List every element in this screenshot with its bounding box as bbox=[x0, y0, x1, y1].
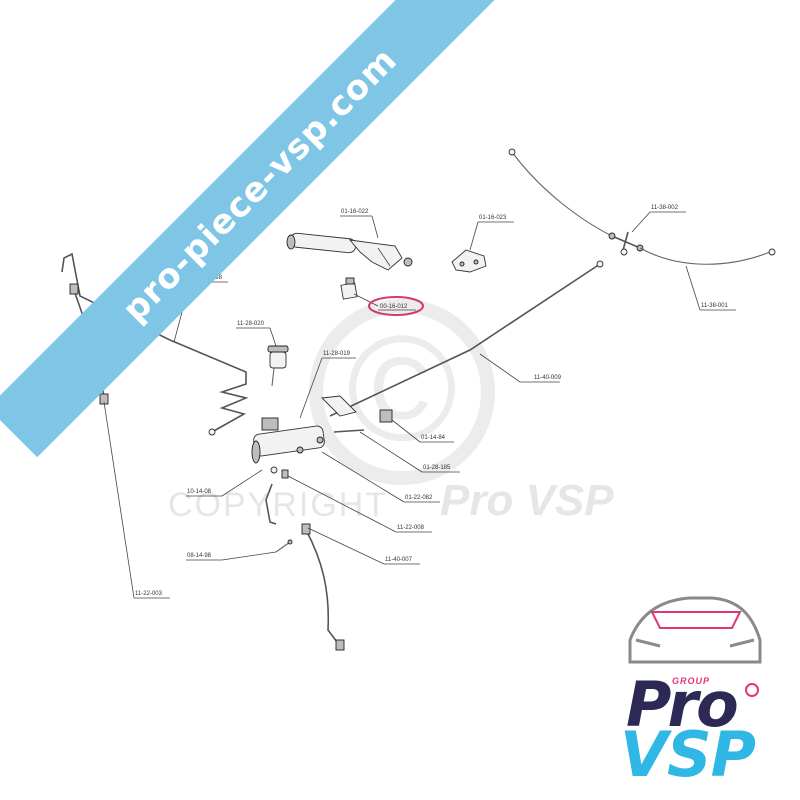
label-11-28-019: 11-28-019 bbox=[323, 351, 351, 357]
label-11-40-007: 11-40-007 bbox=[385, 557, 413, 563]
hand-brake-cables bbox=[508, 148, 776, 265]
logo-pro-text: Pro bbox=[626, 668, 739, 741]
label-01-14-84: 01-14-84 bbox=[421, 435, 446, 441]
hand-brake-lever bbox=[286, 232, 413, 271]
label-11-38-002: 11-38-002 bbox=[651, 205, 679, 211]
label-11-22-003: 11-22-003 bbox=[135, 591, 163, 597]
label-01-16-022: 01-16-022 bbox=[341, 209, 369, 215]
highlight-circle bbox=[368, 296, 424, 316]
brake-fluid-reservoir bbox=[267, 345, 289, 387]
copyright-watermark-text: COPYRIGHT bbox=[168, 486, 389, 524]
label-11-28-020: 11-28-020 bbox=[237, 321, 265, 327]
bracket-part bbox=[451, 249, 487, 273]
label-01-22-082: 01-22-082 bbox=[405, 495, 433, 501]
label-11-40-009: 11-40-009 bbox=[534, 375, 562, 381]
copyright-watermark-brand: Pro VSP bbox=[440, 476, 614, 525]
brake-pipe-rear bbox=[329, 260, 604, 417]
label-00-16-012: 00-16-012 bbox=[380, 304, 408, 310]
logo-vsp-text: VSP bbox=[620, 718, 756, 791]
label-10-14-08: 10-14-08 bbox=[187, 489, 212, 495]
svg-text:©: © bbox=[347, 304, 458, 472]
label-11-22-008: 11-22-008 bbox=[397, 525, 425, 531]
master-cylinder bbox=[251, 417, 325, 464]
logo-group-text: GROUP bbox=[672, 676, 711, 686]
small-clip bbox=[275, 539, 293, 553]
label-01-16-023: 01-16-023 bbox=[479, 215, 507, 221]
brake-pipe-front-left bbox=[61, 252, 249, 436]
brake-switch bbox=[340, 277, 358, 300]
label-08-14-98: 08-14-98 bbox=[187, 553, 212, 559]
junction-pipe bbox=[265, 466, 289, 525]
label-11-38-001: 11-38-001 bbox=[701, 303, 729, 309]
label-01-28-185: 01-28-185 bbox=[423, 465, 451, 471]
pedal-bracket bbox=[321, 395, 393, 433]
